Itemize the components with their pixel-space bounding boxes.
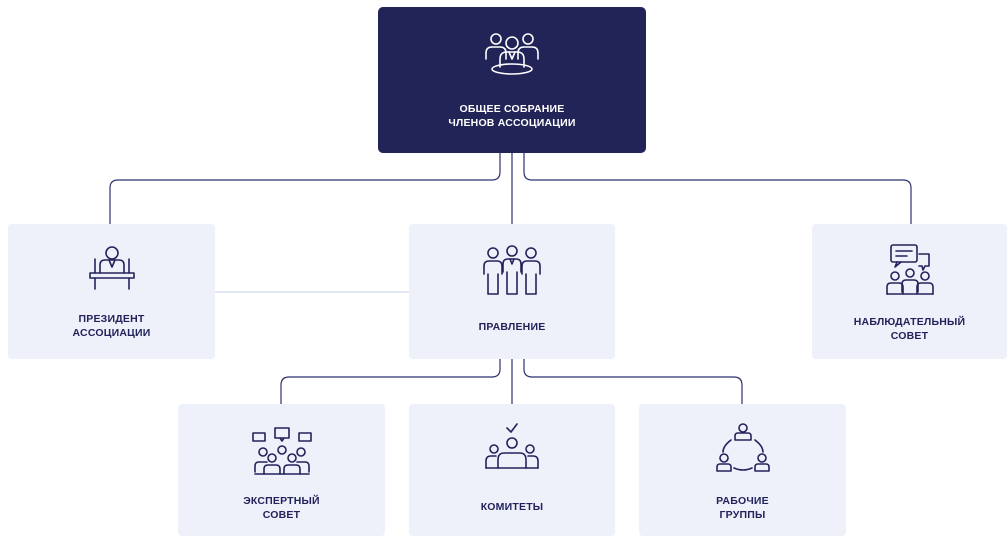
connector-board-to-expert xyxy=(280,358,501,404)
board-box: ПРАВЛЕНИЕ xyxy=(409,224,615,359)
general-meeting-label: ОБЩЕЕ СОБРАНИЕ ЧЛЕНОВ АССОЦИАЦИИ xyxy=(448,103,576,129)
network-people-icon xyxy=(715,423,770,472)
committees-label: КОМИТЕТЫ xyxy=(480,501,544,513)
board-label: ПРАВЛЕНИЕ xyxy=(478,321,546,333)
working-groups-box: РАБОЧИЕ ГРУППЫ xyxy=(639,404,846,536)
supervisory-label: НАБЛЮДАТЕЛЬНЫЙ СОВЕТ xyxy=(853,316,966,342)
connector-board-to-groups xyxy=(523,358,743,404)
three-people-icon xyxy=(483,245,541,295)
committee-icon xyxy=(485,423,539,469)
speaker-podium-icon xyxy=(88,246,135,290)
discussion-icon xyxy=(885,244,934,295)
president-label: ПРЕЗИДЕНТ АССОЦИАЦИИ xyxy=(72,313,151,339)
people-group-icon xyxy=(485,33,539,75)
expert-council-label: ЭКСПЕРТНЫЙ СОВЕТ xyxy=(243,495,320,521)
connector-top-to-supervisory xyxy=(523,153,912,224)
expert-council-icon xyxy=(251,427,312,475)
general-meeting-box: ОБЩЕЕ СОБРАНИЕ ЧЛЕНОВ АССОЦИАЦИИ xyxy=(378,7,646,153)
committees-box: КОМИТЕТЫ xyxy=(409,404,615,536)
connector-top-to-president xyxy=(109,153,501,224)
president-box: ПРЕЗИДЕНТ АССОЦИАЦИИ xyxy=(8,224,215,359)
expert-council-box: ЭКСПЕРТНЫЙ СОВЕТ xyxy=(178,404,385,536)
supervisory-box: НАБЛЮДАТЕЛЬНЫЙ СОВЕТ xyxy=(812,224,1007,359)
working-groups-label: РАБОЧИЕ ГРУППЫ xyxy=(716,495,769,521)
